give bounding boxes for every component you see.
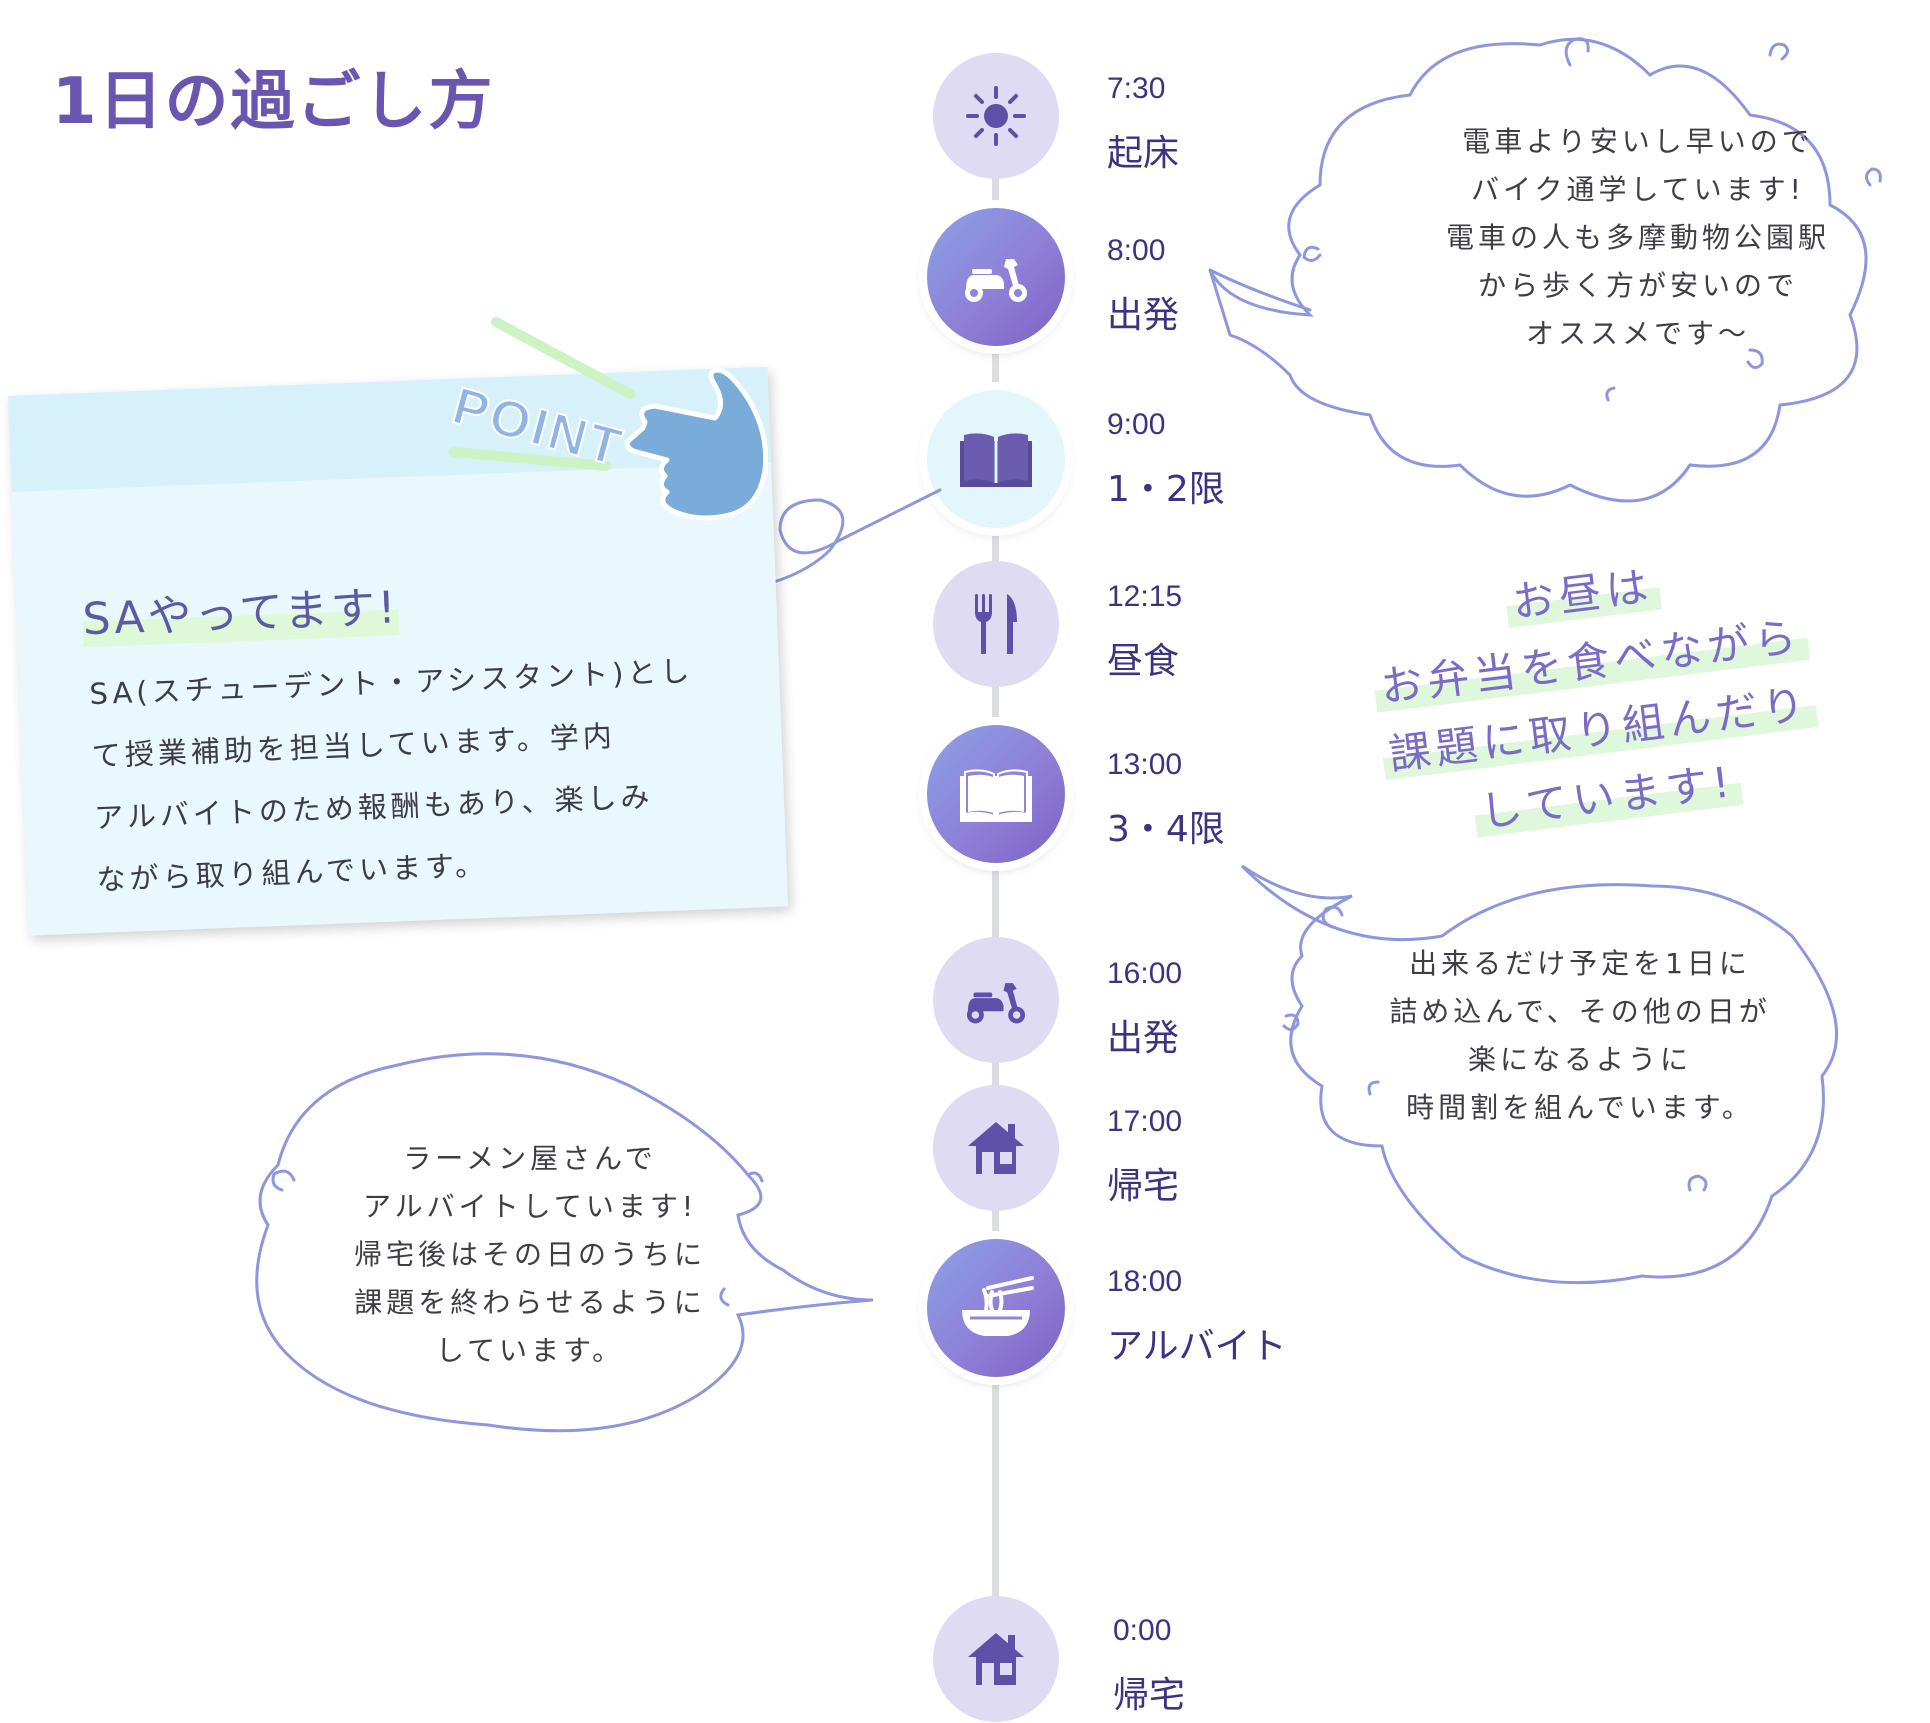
lunch-note: お昼は お弁当を食べながら 課題に取り組んだり しています! [1345, 532, 1845, 859]
timeline-node [933, 561, 1059, 687]
timeline-node [933, 1085, 1059, 1211]
timeline-label: 出発 [1107, 295, 1180, 336]
schedule-bubble-outline [1240, 864, 1838, 1285]
timeline-node [933, 53, 1059, 179]
lunch-note-line: お昼は [1503, 560, 1662, 628]
timeline-node [933, 937, 1059, 1063]
timeline-time: 17:00 [1107, 1105, 1183, 1138]
part-time-bubble: ラーメン屋さんで アルバイトしています! 帰宅後はその日のうちに 課題を終わらせ… [320, 1135, 740, 1375]
timeline-node [933, 1596, 1059, 1722]
bubble-line: 出来るだけ予定を1日に [1409, 947, 1751, 980]
commute-bubble-outline [1208, 37, 1868, 503]
timeline-time: 12:15 [1107, 580, 1183, 613]
scooter-icon [966, 983, 1026, 1024]
bubble-line: 楽になるように [1467, 1043, 1692, 1076]
timeline-time: 8:00 [1107, 234, 1166, 267]
timeline-node [927, 208, 1065, 346]
timeline-label: 3・4限 [1107, 809, 1225, 850]
bubble-line: 帰宅後はその日のうちに [353, 1238, 706, 1271]
timeline-time: 16:00 [1107, 957, 1183, 990]
timeline-label: 昼食 [1107, 641, 1180, 682]
bubble-line: しています。 [435, 1334, 625, 1367]
timeline-time: 0:00 [1113, 1614, 1172, 1647]
timeline-label: 1・2限 [1107, 469, 1225, 510]
bubble-line: オススメです〜 [1525, 317, 1750, 350]
scooter-icon [965, 259, 1027, 302]
timeline-node [927, 725, 1065, 863]
noodle-bowl-icon [962, 1276, 1034, 1336]
commute-bubble: 電車より安いし早いので バイク通学しています! 電車の人も多摩動物公園駅 から歩… [1398, 118, 1878, 358]
open-book-icon [960, 769, 1032, 822]
card-heading: SAやってます! [81, 571, 400, 648]
bubble-line: から歩く方が安いので [1477, 269, 1798, 302]
fork-knife-icon [975, 594, 1017, 654]
timeline-time: 13:00 [1107, 748, 1183, 781]
bubble-line: 電車より安いし早いので [1462, 125, 1814, 158]
book-icon [960, 433, 1032, 487]
bubble-line: 詰め込んで、その他の日が [1389, 995, 1771, 1028]
timeline-label: アルバイト [1107, 1326, 1287, 1367]
pointing-hand-icon [624, 367, 769, 521]
point-connector [738, 488, 942, 592]
timeline-line [992, 110, 999, 1680]
house-icon [968, 1122, 1024, 1174]
page-title: 1日の過ごし方 [52, 65, 495, 139]
timeline-node [927, 1239, 1065, 1377]
timeline-label: 起床 [1107, 133, 1180, 174]
bubble-line: 時間割を組んでいます。 [1406, 1091, 1754, 1124]
sun-icon [966, 86, 1026, 146]
bubble-line: 課題を終わらせるように [354, 1286, 706, 1319]
timeline-time: 7:30 [1107, 72, 1166, 105]
card-body: SA(スチューデント・アシスタント)とし て授業補助を担当しています。学内 アル… [88, 639, 737, 911]
timeline-node [927, 390, 1065, 528]
bubble-line: アルバイトしています! [362, 1190, 698, 1223]
schedule-bubble: 出来るだけ予定を1日に 詰め込んで、その他の日が 楽になるように 時間割を組んで… [1360, 940, 1800, 1132]
part-time-bubble-outline [255, 1052, 874, 1433]
bubble-line: バイク通学しています! [1471, 173, 1805, 206]
timeline-time: 18:00 [1107, 1265, 1183, 1298]
bubble-line: 電車の人も多摩動物公園駅 [1445, 221, 1830, 254]
house-icon [968, 1633, 1024, 1685]
timeline-label: 帰宅 [1107, 1166, 1180, 1207]
point-decoration [449, 317, 769, 521]
bubble-line: ラーメン屋さんで [403, 1142, 657, 1175]
timeline-label: 帰宅 [1113, 1675, 1186, 1716]
timeline-label: 出発 [1107, 1018, 1180, 1059]
timeline-time: 9:00 [1107, 408, 1166, 441]
